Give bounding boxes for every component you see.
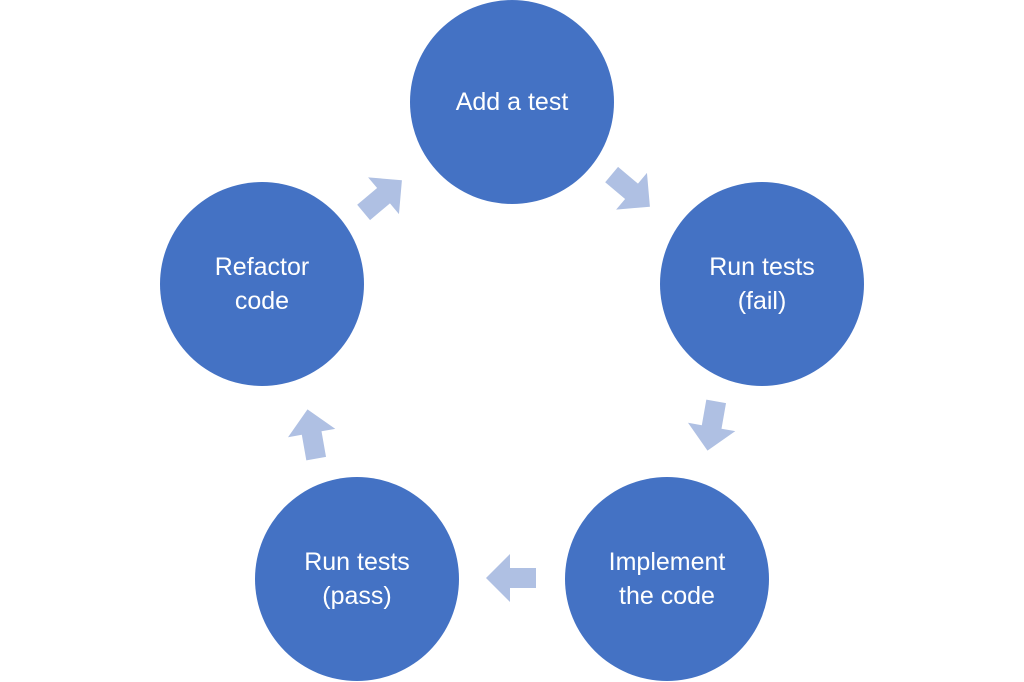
arrow-fail-to-implement-icon [688,399,736,451]
arrow-refactor-to-add-icon [357,177,402,221]
arrow-implement-to-pass-icon [486,554,536,602]
step-label: Add a test [455,88,569,116]
step-label: Implement the code [608,548,726,610]
arrow-pass-to-refactor-icon [288,409,336,461]
step-run-tests-fail: Run tests (fail) [660,182,864,386]
step-label: Run tests (pass) [304,548,410,610]
arrow-add-to-fail-icon [605,166,650,210]
step-add-a-test: Add a test [410,0,614,204]
step-run-tests-pass: Run tests (pass) [255,477,459,681]
step-implement-the-code: Implement the code [565,477,769,681]
step-refactor-code: Refactor code [160,182,364,386]
step-label: Refactor code [214,253,310,315]
step-label: Run tests (fail) [709,253,815,315]
